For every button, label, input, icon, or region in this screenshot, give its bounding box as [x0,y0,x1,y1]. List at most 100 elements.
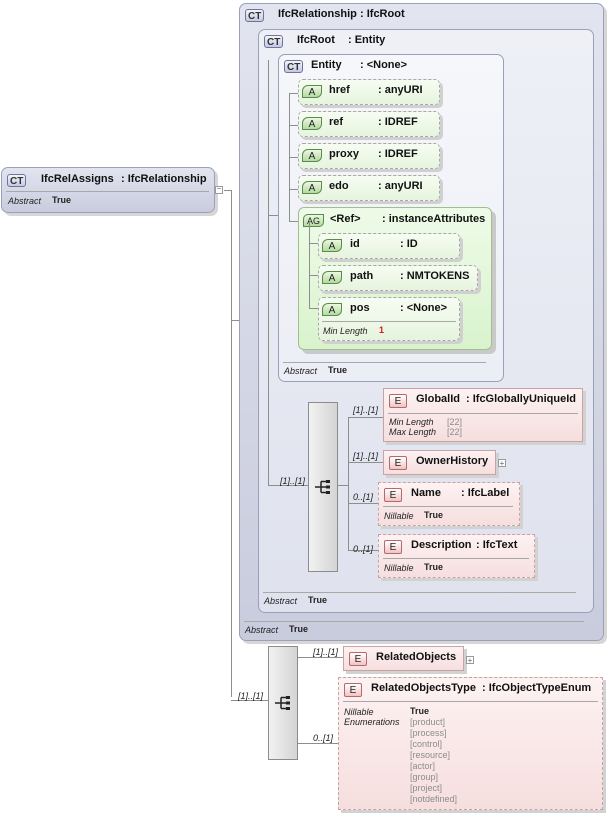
element-relatedobjectstype[interactable]: E RelatedObjectsType : IfcObjectTypeEnum… [338,677,603,810]
nillable-value: True [424,510,444,520]
attribute-pos[interactable]: A pos : <None> Min Length 1 [318,297,460,341]
base-type: : IfcRelationship [121,173,207,185]
nillable-label: Nillable [384,511,414,521]
element-icon: E [389,394,407,408]
expand-toggle[interactable]: + [498,459,506,468]
attribute-name: pos [350,302,370,314]
enum-value: [product] [410,717,446,727]
type-name: IfcRelationship [278,8,357,20]
element-cardinality: [1]..[1] [353,405,379,415]
element-globalid[interactable]: E GlobalId : IfcGloballyUniqueId Min Len… [383,388,583,442]
abstract-value: True [52,195,72,205]
element-description[interactable]: E Description : IfcText Nillable True [378,534,535,578]
base-type: : Entity [348,34,386,46]
element-name: RelatedObjects [376,651,457,663]
element-name: RelatedObjectsType [371,682,476,694]
attribute-group-name: <Ref> [330,213,361,225]
element-icon: E [389,456,407,470]
attribute-type: : NMTOKENS [400,270,470,282]
facet-label: Min Length [389,417,434,427]
element-cardinality: 0..[1] [353,492,374,502]
nillable-value: True [410,706,430,716]
abstract-label: Abstract [284,366,318,376]
attribute-name: ref [329,116,344,128]
attribute-icon: A [302,117,322,130]
type-name: IfcRoot [297,34,335,46]
element-cardinality: [1]..[1] [313,647,339,657]
element-type: : IfcLabel [461,487,510,499]
facet-value: [22] [447,427,463,437]
facet-value: 1 [379,325,385,335]
attribute-icon: A [322,303,342,316]
facet-label: Max Length [389,427,437,437]
sequence-compositor[interactable] [268,646,298,760]
attribute-name: href [329,84,350,96]
attribute-type: : anyURI [378,84,423,96]
element-ownerhistory[interactable]: E OwnerHistory [383,450,496,475]
element-type: : IfcObjectTypeEnum [482,682,592,694]
attribute-edo[interactable]: A edo : anyURI [298,175,440,201]
attribute-type: : <None> [400,302,448,314]
element-cardinality: 0..[1] [353,544,374,554]
attribute-type: : IDREF [378,116,418,128]
element-cardinality: [1]..[1] [353,451,379,461]
facet-label: Min Length [323,326,368,336]
attribute-proxy[interactable]: A proxy : IDREF [298,143,440,169]
abstract-label: Abstract [264,596,298,606]
expand-toggle[interactable]: + [466,656,474,665]
attribute-icon: A [302,149,322,162]
enum-value: [actor] [410,761,436,771]
sequence-cardinality: [1]..[1] [280,476,306,486]
element-icon: E [384,540,402,554]
abstract-value: True [289,624,309,634]
enum-value: [notdefined] [410,794,458,804]
collapse-toggle[interactable]: − [215,184,223,194]
type-name: Entity [311,59,342,71]
attribute-name: proxy [329,148,359,160]
sequence-compositor[interactable] [308,402,338,572]
attribute-name: edo [329,180,349,192]
facet-value: [22] [447,417,463,427]
abstract-label: Abstract [245,625,279,635]
attribute-name: path [350,270,374,282]
type-name: IfcRelAssigns [41,173,114,185]
sequence-icon [275,696,290,710]
attribute-group-type: : instanceAttributes [382,213,486,225]
attribute-ref[interactable]: A ref : IDREF [298,111,440,137]
sequence-cardinality: [1]..[1] [238,691,264,701]
element-name: Name [411,487,441,499]
complex-type-icon: CT [7,174,27,187]
element-cardinality: 0..[1] [313,733,334,743]
attribute-href[interactable]: A href : anyURI [298,79,440,105]
enum-value: [process] [410,728,447,738]
element-name: Description [411,539,472,551]
base-type: : IfcRoot [360,8,405,20]
element-name-field[interactable]: E Name : IfcLabel Nillable True [378,482,520,526]
abstract-value: True [308,595,328,605]
nillable-label: Nillable [344,707,374,717]
attribute-id[interactable]: A id : ID [318,233,460,259]
enumerations-label: Enumerations [344,717,400,727]
element-name: OwnerHistory [416,455,489,467]
attribute-name: id [350,238,360,250]
attribute-type: : anyURI [378,180,423,192]
complex-type-icon: CT [264,35,284,48]
attribute-group-icon: AG [303,214,324,227]
enum-value: [project] [410,783,443,793]
attribute-icon: A [302,181,322,194]
ifcrelassigns-complex-type[interactable]: CT IfcRelAssigns : IfcRelationship Abstr… [1,167,215,213]
sequence-icon [315,480,330,494]
element-type: : IfcGloballyUniqueId [466,393,577,405]
base-type: : <None> [360,59,408,71]
complex-type-icon: CT [284,60,304,73]
abstract-value: True [328,365,348,375]
element-icon: E [344,683,362,697]
enum-value: [group] [410,772,439,782]
element-name: GlobalId [416,393,460,405]
attribute-path[interactable]: A path : NMTOKENS [318,265,478,291]
nillable-value: True [424,562,444,572]
nillable-label: Nillable [384,563,414,573]
enum-value: [resource] [410,750,451,760]
element-relatedobjects[interactable]: E RelatedObjects [343,646,464,671]
complex-type-icon: CT [245,9,265,22]
